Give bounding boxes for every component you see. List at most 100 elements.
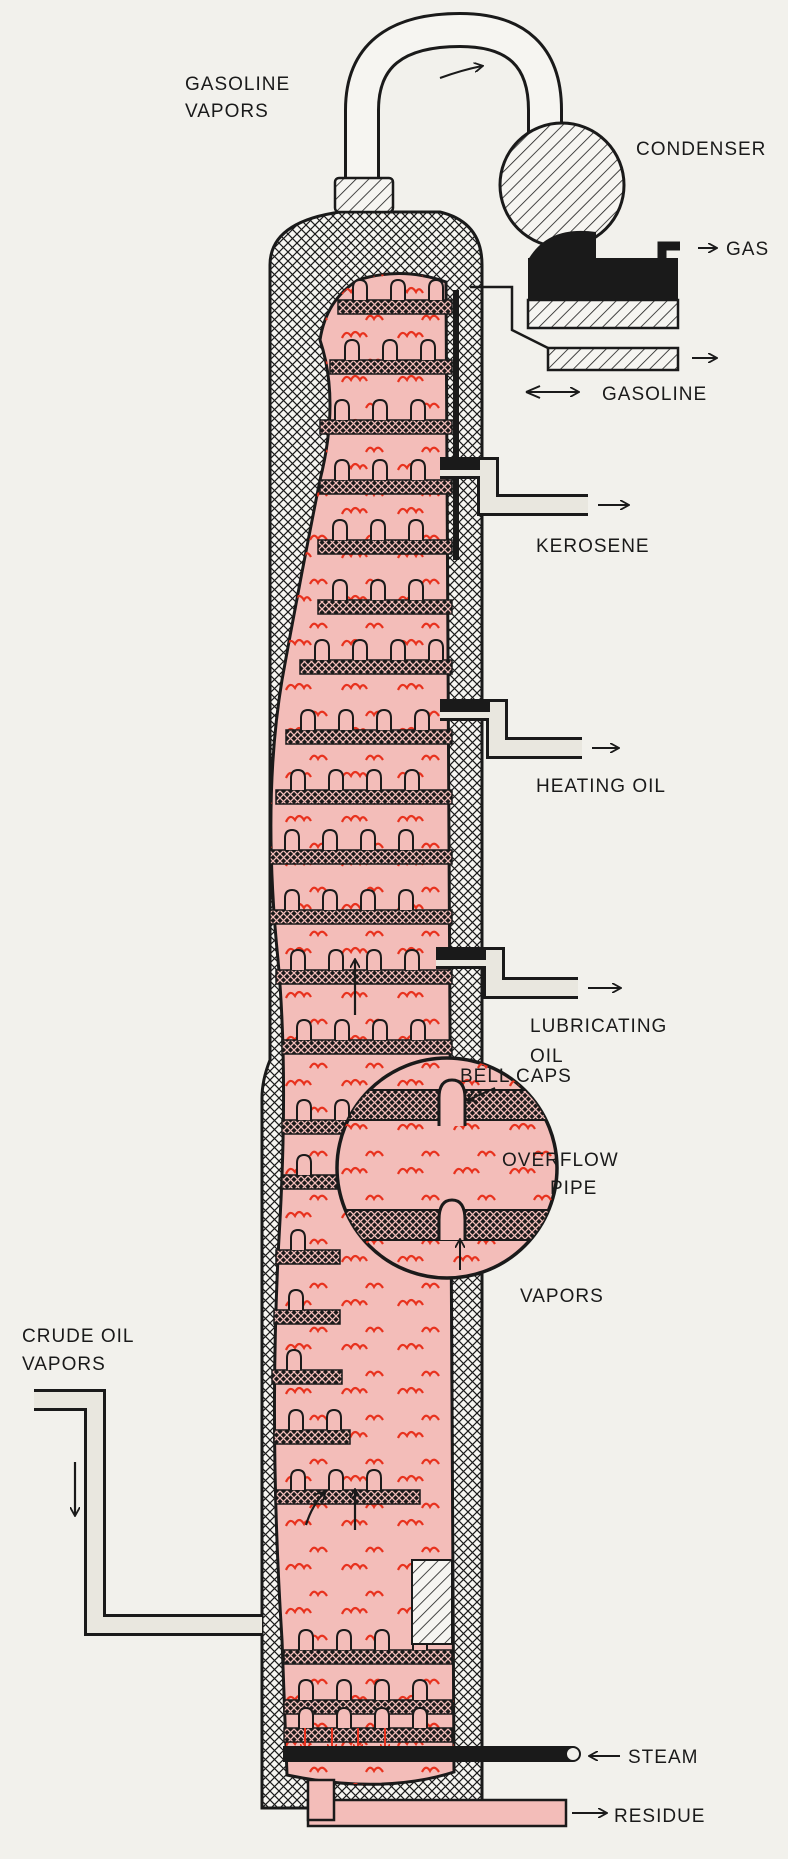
bell-cap <box>285 830 299 850</box>
residue-pipe <box>308 1800 566 1826</box>
bell-cap <box>429 280 443 300</box>
bell-cap <box>399 890 413 910</box>
bell-cap <box>337 1680 351 1700</box>
bell-cap <box>297 1020 311 1040</box>
tray <box>320 480 452 494</box>
tray <box>338 300 452 314</box>
bell-cap <box>335 460 349 480</box>
tray <box>270 910 452 924</box>
tray <box>282 1175 340 1189</box>
label-bell-caps: BELL CAPS <box>460 1066 572 1087</box>
bell-cap <box>297 1155 311 1175</box>
bell-cap <box>337 1708 351 1728</box>
gasoline-outlet <box>548 348 678 370</box>
steam-valve <box>566 1747 580 1761</box>
bell-cap <box>329 770 343 790</box>
bell-cap <box>409 520 423 540</box>
gas-outlet <box>662 246 680 258</box>
gasoline-tank <box>528 300 678 328</box>
bell-cap <box>335 1020 349 1040</box>
bell-cap <box>299 1708 313 1728</box>
bell-cap <box>373 1020 387 1040</box>
bell-cap <box>367 1470 381 1490</box>
bell-cap <box>367 950 381 970</box>
tray <box>330 360 452 374</box>
bell-cap <box>315 640 329 660</box>
label-lubricating-oil-2: OIL <box>530 1046 564 1067</box>
bell-cap <box>439 1200 465 1240</box>
label-vapors-lens: VAPORS <box>520 1286 604 1307</box>
tray <box>276 1490 420 1504</box>
steam-pipe <box>283 1746 573 1762</box>
bell-cap <box>285 890 299 910</box>
tray <box>276 970 452 984</box>
bell-cap <box>371 580 385 600</box>
bell-cap <box>287 1350 301 1370</box>
bell-cap <box>375 1630 389 1650</box>
bell-cap <box>291 770 305 790</box>
tray <box>274 1430 350 1444</box>
bell-cap <box>297 1100 311 1120</box>
bell-cap <box>373 460 387 480</box>
bell-cap <box>391 280 405 300</box>
tray <box>286 730 452 744</box>
bell-cap <box>299 1630 313 1650</box>
heating-oil-valve <box>440 700 490 712</box>
bell-cap <box>383 340 397 360</box>
label-lubricating-oil: LUBRICATING <box>530 1016 667 1037</box>
bell-cap <box>333 520 347 540</box>
label-gasoline-vapors: GASOLINE <box>185 74 290 95</box>
bell-cap <box>335 1100 349 1120</box>
kerosene-valve <box>440 458 480 470</box>
bell-cap <box>361 890 375 910</box>
bell-cap <box>361 830 375 850</box>
label-condenser: CONDENSER <box>636 139 766 160</box>
label-overflow-pipe-2: PIPE <box>550 1178 597 1199</box>
crude-oil-pipe <box>34 1400 262 1625</box>
bell-cap <box>405 950 419 970</box>
tray <box>276 790 452 804</box>
condenser <box>500 123 624 247</box>
bell-cap <box>333 580 347 600</box>
tray <box>300 660 452 674</box>
tray <box>320 420 452 434</box>
flow-arrow-top <box>440 66 482 78</box>
bell-cap <box>291 950 305 970</box>
bell-cap <box>367 770 381 790</box>
bell-cap <box>415 710 429 730</box>
bell-cap <box>409 580 423 600</box>
tray <box>318 600 452 614</box>
bell-cap <box>323 890 337 910</box>
bell-cap <box>353 640 367 660</box>
bell-cap <box>289 1290 303 1310</box>
tray <box>272 1370 342 1384</box>
tower-neck <box>335 178 393 212</box>
label-kerosene: KEROSENE <box>536 536 650 557</box>
bell-cap <box>405 770 419 790</box>
label-residue: RESIDUE <box>614 1806 705 1827</box>
tray <box>282 1040 452 1054</box>
bell-cap <box>329 950 343 970</box>
crude-oil-pipe-inner <box>34 1400 262 1625</box>
bell-cap <box>337 1630 351 1650</box>
bell-cap <box>291 1230 305 1250</box>
bell-cap <box>399 830 413 850</box>
tray <box>276 1250 340 1264</box>
tray <box>270 850 452 864</box>
bell-cap <box>327 1410 341 1430</box>
tray <box>284 1650 452 1664</box>
bell-cap <box>411 460 425 480</box>
label-overflow-pipe: OVERFLOW <box>502 1150 619 1171</box>
label-heating-oil: HEATING OIL <box>536 776 666 797</box>
label-crude-oil-vapors: CRUDE OIL <box>22 1326 134 1347</box>
bottom-weir <box>412 1560 452 1644</box>
bell-cap <box>371 520 385 540</box>
bell-cap <box>345 340 359 360</box>
bell-cap <box>411 1020 425 1040</box>
tray <box>274 1310 340 1324</box>
lens-arrow <box>548 1088 570 1100</box>
bell-cap <box>429 640 443 660</box>
bell-cap <box>339 710 353 730</box>
